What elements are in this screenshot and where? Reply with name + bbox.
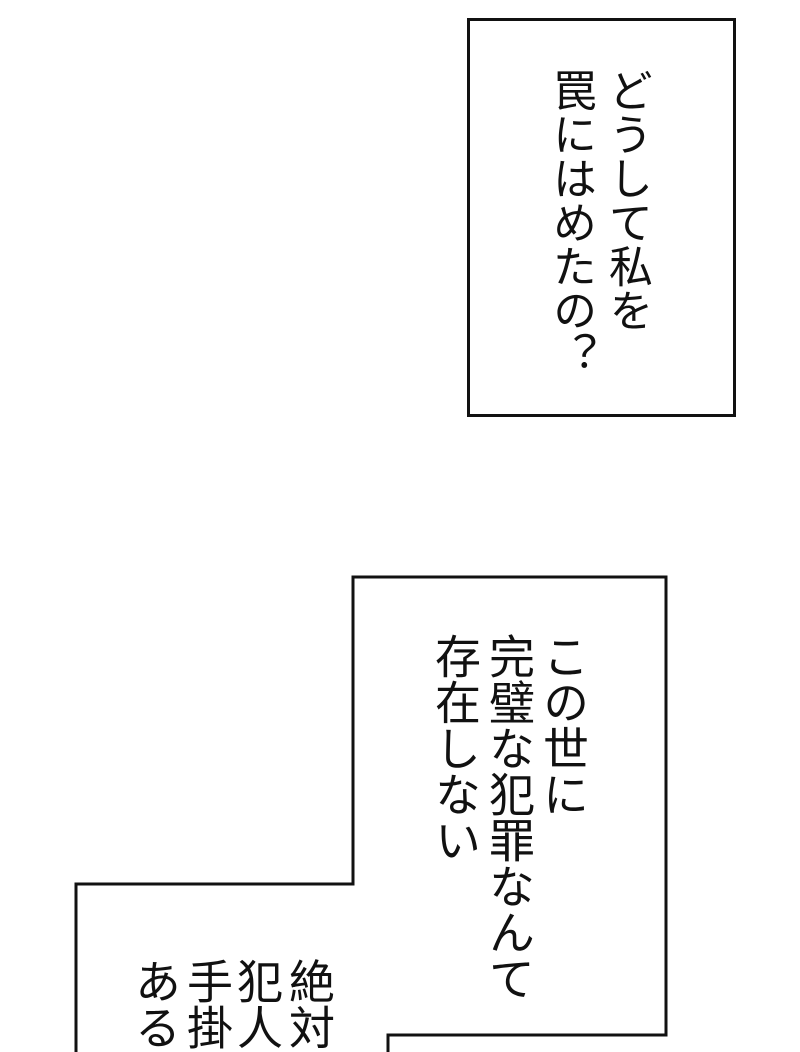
speech-line-7: 犯人: [230, 958, 284, 1050]
speech-line-9: ある: [128, 958, 182, 1050]
speech-line-6: 絶対: [282, 958, 336, 1050]
speech-line-1: どうして私を: [601, 68, 652, 332]
speech-line-8: 手掛: [180, 958, 234, 1050]
speech-line-5: 存在しない: [428, 633, 482, 863]
speech-line-4: 完璧な犯罪なんて: [482, 633, 536, 1001]
speech-line-2: 罠にはめたの？: [545, 68, 596, 376]
speech-box-top: [467, 18, 736, 417]
speech-line-3: この世に: [536, 633, 590, 817]
